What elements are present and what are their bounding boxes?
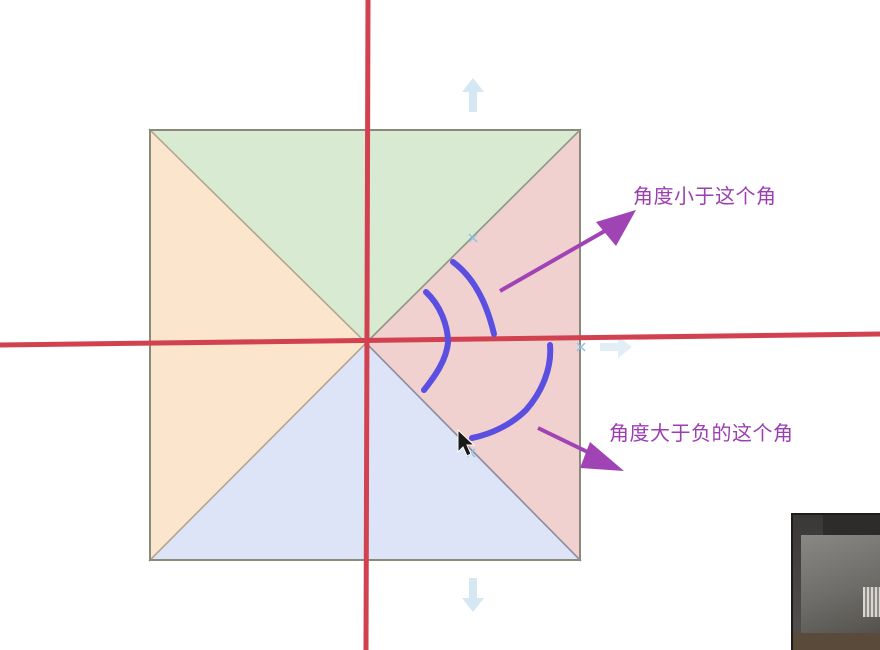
horizontal-axis: [0, 331, 880, 348]
arrow-to-top-label-icon: [499, 210, 636, 293]
annotation-greater-than-negative-angle: 角度大于负的这个角: [609, 421, 794, 445]
vertical-axis: [363, 0, 371, 650]
webcam-vent: [863, 587, 880, 617]
diagonal-upper-right: [365, 129, 581, 344]
resize-handle-bottom-icon[interactable]: [462, 578, 484, 612]
webcam-thumbnail[interactable]: [791, 513, 880, 650]
arrow-to-bottom-label-icon: [537, 426, 624, 471]
diagonal-marker-upper-icon: [468, 233, 478, 243]
arc-inner-stroke: [421, 289, 452, 393]
webcam-floor: [793, 633, 880, 650]
resize-handle-top-icon[interactable]: [462, 78, 484, 112]
arc-outer-stroke: [469, 342, 554, 441]
arc-middle-stroke: [450, 259, 497, 337]
resize-handle-right-icon[interactable]: [600, 336, 632, 358]
annotation-smaller-angle: 角度小于这个角: [633, 184, 777, 208]
mouse-pointer-icon: [457, 428, 476, 457]
diagonal-marker-right-icon: [576, 342, 586, 352]
